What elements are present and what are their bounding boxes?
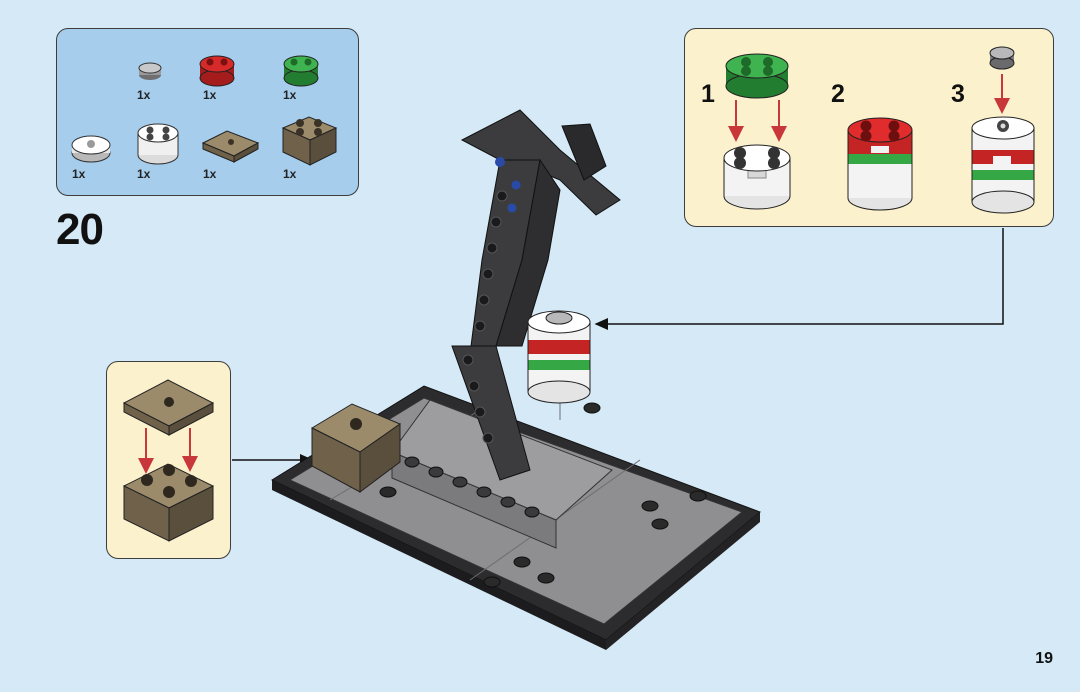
part-round-brick-white [137, 123, 179, 165]
part-qty-tile-dark-tan: 1x [203, 167, 217, 181]
sub-step-label-2: 2 [831, 80, 845, 108]
page-number: 19 [1035, 650, 1053, 667]
callout-arrow-round-stack [594, 228, 1004, 330]
part-qty-round-tile-grey: 1x [137, 88, 151, 102]
part-qty-brick-dark-tan: 1x [283, 167, 297, 181]
sub2-illustration [122, 379, 215, 542]
sub1-step1-illustration [723, 53, 791, 210]
part-qty-round-brick-white: 1x [137, 167, 151, 181]
step-number: 20 [56, 205, 104, 254]
main-model [270, 109, 761, 650]
part-round-brick-green [283, 55, 319, 87]
sub1-step3-illustration [971, 46, 1035, 214]
sub-step-label-3: 3 [951, 80, 965, 108]
part-qty-round-tile-white: 1x [72, 167, 86, 181]
sub-step-label-1: 1 [701, 80, 715, 108]
part-round-tile-1x1-grey [138, 62, 162, 80]
part-qty-round-brick-green: 1x [283, 88, 297, 102]
part-tile-dark-tan [201, 130, 260, 163]
sub1-step2-illustration [847, 117, 913, 211]
part-round-tile-white [71, 135, 111, 163]
part-brick-dark-tan [281, 116, 338, 166]
parts-list-panel [56, 28, 359, 196]
part-round-brick-red [199, 55, 235, 87]
part-qty-round-brick-red: 1x [203, 88, 217, 102]
